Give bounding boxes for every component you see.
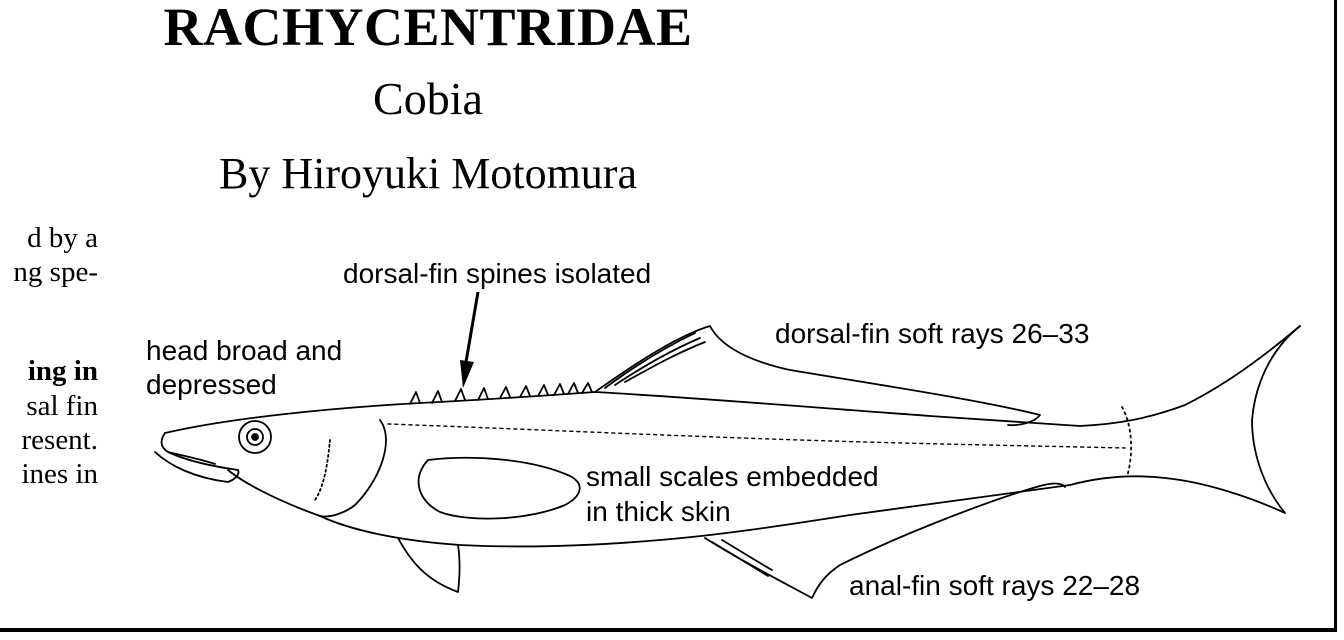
preoperculum — [314, 439, 331, 501]
dorsal-spines-arrow — [460, 291, 480, 388]
label-anal-soft-rays: anal-fin soft rays 22–28 — [849, 570, 1141, 601]
left-text-line-2: ng spe- — [13, 256, 98, 288]
mouth-cleft — [167, 451, 216, 465]
dorsal-spine — [553, 383, 565, 396]
dorsal-spine — [519, 385, 531, 398]
left-text-line-6: ines in — [21, 458, 98, 490]
dorsal-spine — [567, 382, 579, 395]
family-title: RACHYCENTRIDAE — [163, 0, 693, 57]
label-dorsal-spines: dorsal-fin spines isolated — [343, 258, 652, 289]
eye-pupil — [251, 433, 259, 441]
dorsal-spine — [431, 390, 443, 404]
caudal-fin — [1069, 325, 1301, 514]
left-text-line-4: sal fin — [26, 390, 98, 422]
anal-fin — [704, 482, 1066, 599]
left-text-line-5: resent. — [21, 424, 99, 456]
label-dorsal-soft-rays: dorsal-fin soft rays 26–33 — [775, 318, 1090, 349]
dorsal-spine — [409, 391, 421, 405]
label-head-line-1: head broad and — [146, 335, 343, 366]
dorsal-fin-ray-1 — [604, 332, 696, 389]
dorsal-fin-ray-3 — [624, 341, 706, 383]
eye-outer — [238, 420, 272, 454]
left-text-line-3: ing in — [27, 355, 98, 387]
eye-iris — [246, 428, 264, 446]
dorsal-fin-soft — [594, 325, 1041, 427]
left-text-line-1: d by a — [27, 222, 98, 254]
label-head-line-2: depressed — [146, 369, 277, 400]
operculum — [319, 419, 387, 518]
dorsal-spine — [454, 388, 466, 402]
pelvic-fin — [397, 537, 461, 593]
pectoral-fin — [417, 456, 581, 520]
frame-right-border — [1334, 0, 1337, 632]
anal-fin-ray-1 — [711, 541, 769, 577]
dorsal-spine — [581, 382, 593, 394]
label-scales-line-1: small scales embedded — [586, 461, 879, 492]
common-name: Cobia — [373, 73, 483, 124]
dorsal-spine — [499, 386, 511, 399]
dorsal-spine — [537, 384, 549, 397]
lateral-line — [387, 423, 1126, 449]
caudal-fin-base — [1121, 406, 1132, 478]
frame-bottom-border — [0, 628, 1337, 632]
anal-fin-ray-2 — [721, 539, 773, 571]
lower-jaw — [154, 451, 240, 483]
label-scales-line-2: in thick skin — [586, 496, 731, 527]
body-outline-upper — [164, 325, 1301, 434]
dorsal-fin-ray-2 — [614, 337, 701, 386]
dorsal-spine — [477, 387, 489, 401]
author-byline: By Hiroyuki Motomura — [219, 149, 637, 198]
